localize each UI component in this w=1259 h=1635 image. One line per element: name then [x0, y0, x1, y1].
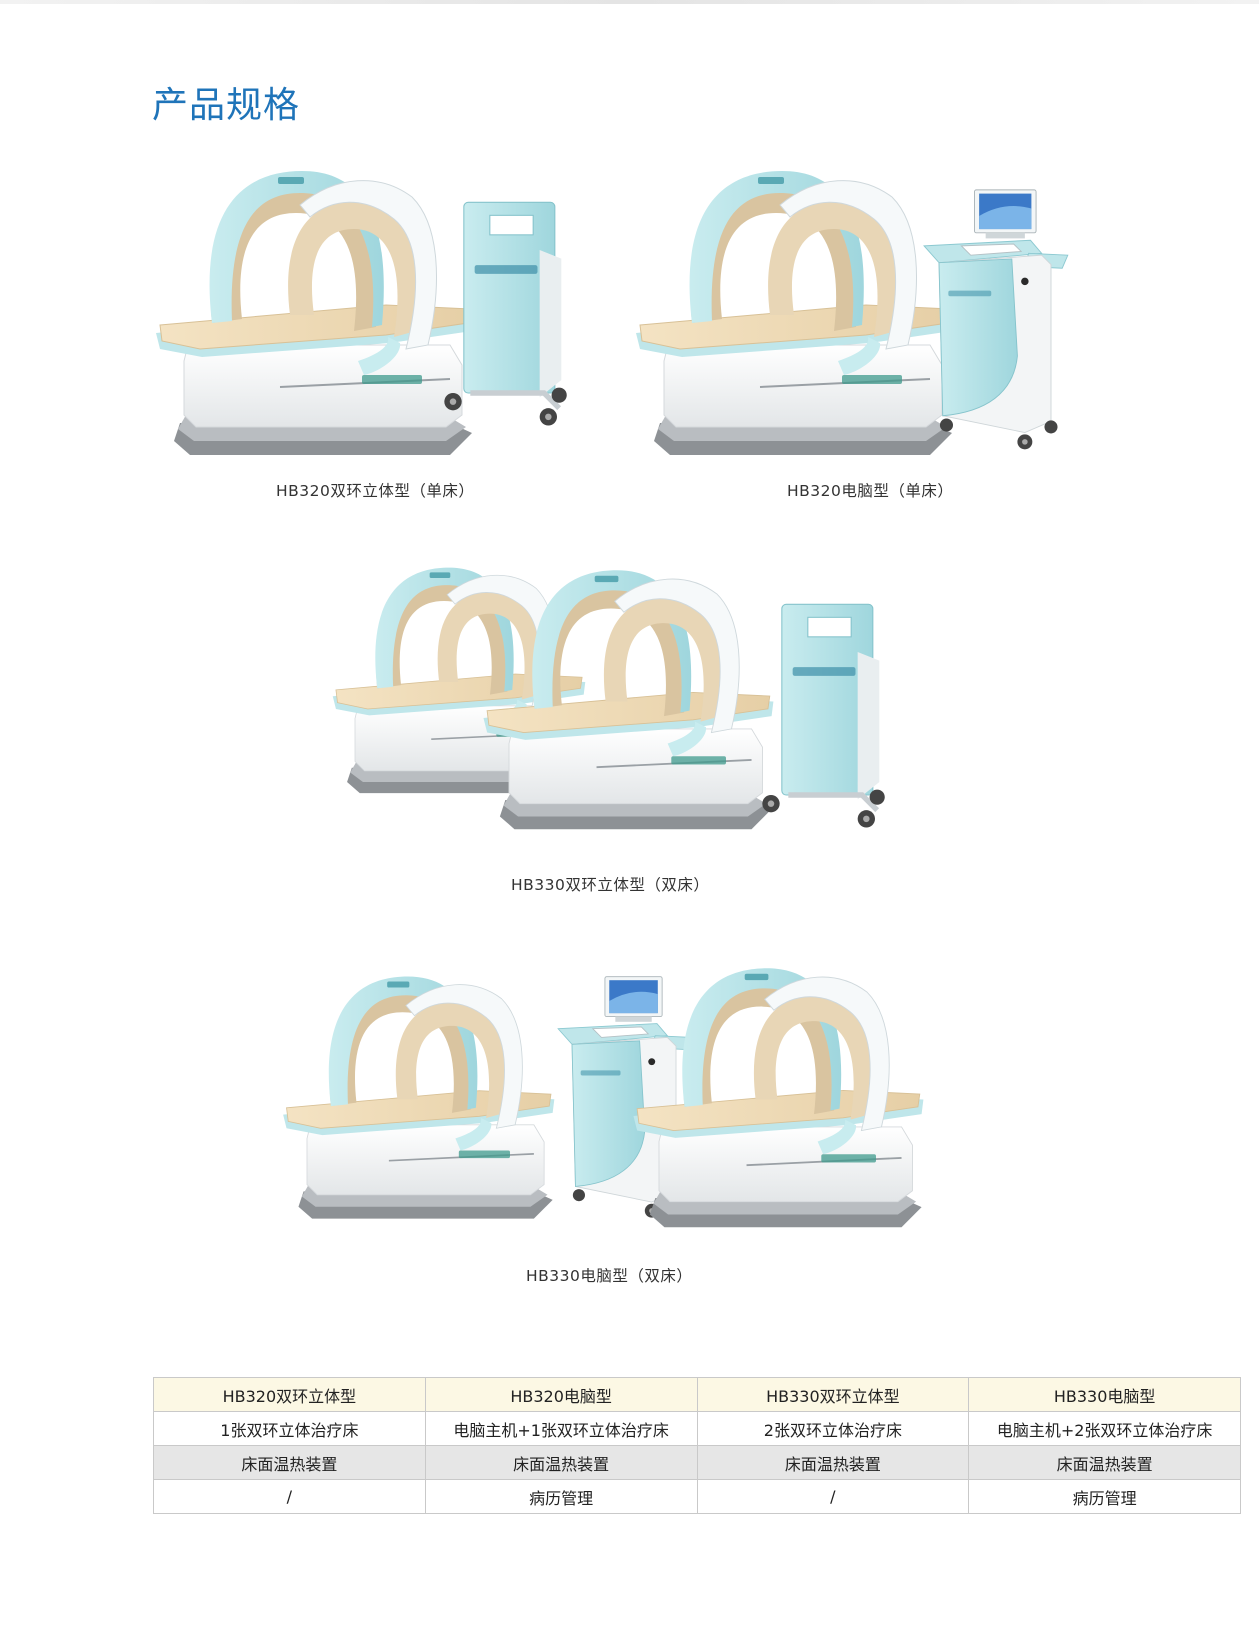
spec-cell: 电脑主机+1张双环立体治疗床	[424, 1411, 698, 1446]
spec-table-row: / 病历管理 / 病历管理	[153, 1479, 1241, 1514]
spec-table-header-row: HB320双环立体型 HB320电脑型 HB330双环立体型 HB330电脑型	[153, 1377, 1241, 1412]
spec-cell: 病历管理	[968, 1479, 1241, 1514]
spec-cell: 床面温热装置	[696, 1445, 970, 1480]
product-image-hb320-double-ring	[150, 165, 600, 465]
spec-cell: 电脑主机+2张双环立体治疗床	[968, 1411, 1241, 1446]
spec-header-cell: HB330电脑型	[968, 1377, 1241, 1412]
spec-cell: 床面温热装置	[424, 1445, 698, 1480]
spec-cell: 1张双环立体治疗床	[153, 1411, 426, 1446]
product-image-hb330-computer	[278, 955, 958, 1245]
spec-cell: 2张双环立体治疗床	[696, 1411, 970, 1446]
spec-table-row: 床面温热装置 床面温热装置 床面温热装置 床面温热装置	[153, 1445, 1241, 1480]
spec-cell: 病历管理	[424, 1479, 698, 1514]
spec-cell: 床面温热装置	[153, 1445, 426, 1480]
spec-cell: /	[153, 1479, 426, 1514]
spec-header-cell: HB330双环立体型	[696, 1377, 970, 1412]
product-image-hb330-double-ring	[328, 548, 908, 848]
product-image-hb320-computer	[630, 160, 1090, 470]
spec-table-row: 1张双环立体治疗床 电脑主机+1张双环立体治疗床 2张双环立体治疗床 电脑主机+…	[153, 1411, 1241, 1446]
page-title: 产品规格	[152, 85, 301, 126]
spec-header-cell: HB320双环立体型	[153, 1377, 426, 1412]
top-rule	[0, 0, 1259, 4]
product-caption-1: HB320双环立体型（单床）	[276, 482, 475, 500]
spec-cell: /	[696, 1479, 970, 1514]
spec-header-cell: HB320电脑型	[424, 1377, 698, 1412]
spec-cell: 床面温热装置	[968, 1445, 1241, 1480]
spec-table: HB320双环立体型 HB320电脑型 HB330双环立体型 HB330电脑型 …	[153, 1377, 1241, 1514]
product-caption-2: HB320电脑型（单床）	[787, 482, 954, 500]
product-caption-4: HB330电脑型（双床）	[526, 1267, 693, 1285]
product-caption-3: HB330双环立体型（双床）	[511, 876, 710, 894]
